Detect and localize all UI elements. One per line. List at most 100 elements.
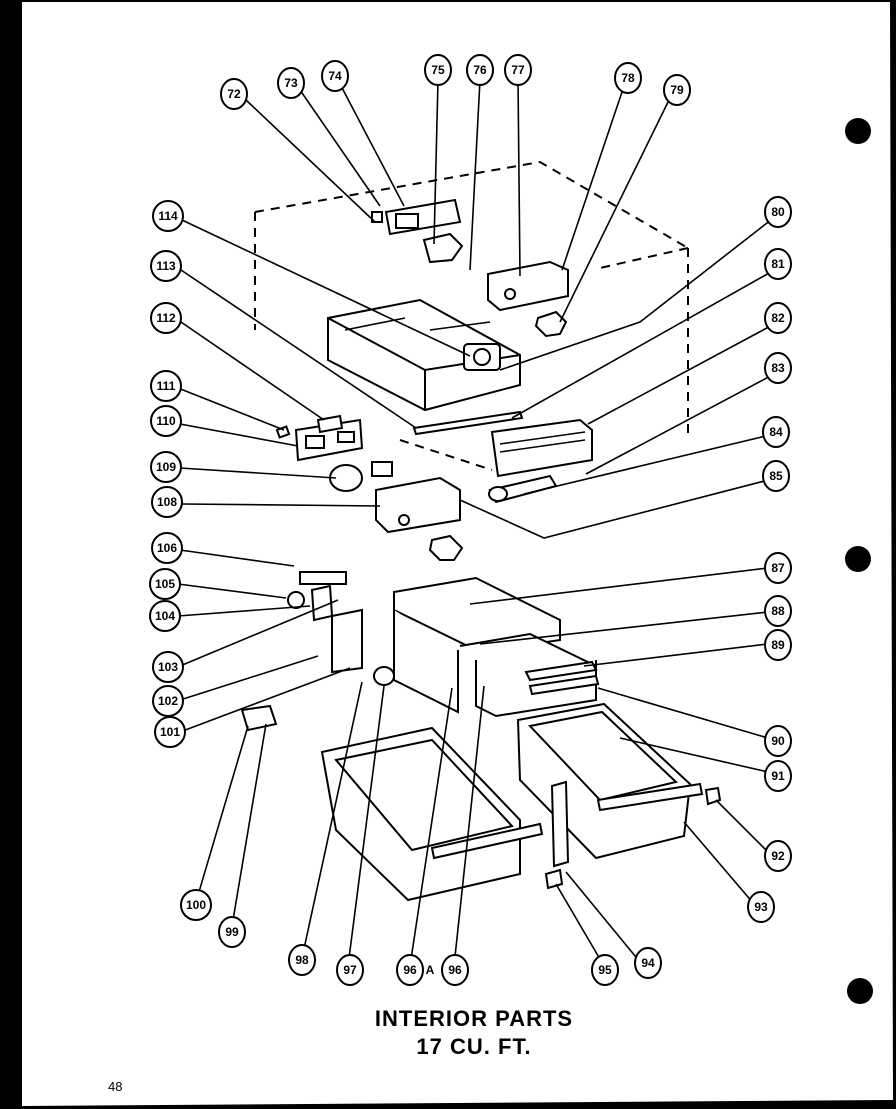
part-left-knob bbox=[329, 461, 393, 492]
svg-text:94: 94 bbox=[641, 956, 655, 970]
part-crisper-pan-left bbox=[320, 726, 544, 902]
part-lower-bracket bbox=[375, 476, 461, 534]
callout-113: 113 bbox=[150, 250, 182, 282]
callout-100: 100 bbox=[180, 889, 212, 921]
svg-text:72: 72 bbox=[227, 87, 241, 101]
part-crisper-front bbox=[524, 660, 600, 696]
callout-92: 92 bbox=[764, 840, 792, 872]
callout-95: 95 bbox=[591, 954, 619, 986]
callout-77: 77 bbox=[504, 54, 532, 86]
svg-text:100: 100 bbox=[186, 898, 206, 912]
callout-108: 108 bbox=[151, 486, 183, 518]
svg-text:102: 102 bbox=[158, 694, 178, 708]
callout-109: 109 bbox=[150, 451, 182, 483]
svg-text:81: 81 bbox=[771, 257, 785, 271]
leader-lines bbox=[177, 79, 779, 967]
part-small-clip-bottom bbox=[240, 704, 278, 732]
part-divider-rail bbox=[550, 780, 570, 868]
svg-text:77: 77 bbox=[511, 63, 525, 77]
part-glide bbox=[544, 868, 564, 890]
svg-text:98: 98 bbox=[295, 953, 309, 967]
callout-81: 81 bbox=[764, 248, 792, 280]
svg-text:108: 108 bbox=[157, 495, 177, 509]
binder-hole-bottom bbox=[847, 978, 873, 1004]
part-bulb bbox=[373, 666, 395, 686]
part-rail-strip bbox=[412, 410, 524, 436]
callout-87: 87 bbox=[764, 552, 792, 584]
callout-84: 84 bbox=[762, 416, 790, 448]
callout-75: 75 bbox=[424, 54, 452, 86]
part-top-plate bbox=[384, 198, 462, 236]
callout-93: 93 bbox=[747, 891, 775, 923]
callout-73: 73 bbox=[277, 67, 305, 99]
svg-text:99: 99 bbox=[225, 925, 239, 939]
svg-text:79: 79 bbox=[670, 83, 684, 97]
callout-72: 72 bbox=[220, 78, 248, 110]
svg-text:91: 91 bbox=[771, 769, 785, 783]
callout-106: 106 bbox=[151, 532, 183, 564]
part-switch-assembly bbox=[287, 571, 363, 674]
callout-97: 97 bbox=[336, 954, 364, 986]
callout-101: 101 bbox=[154, 716, 186, 748]
callout-90: 90 bbox=[764, 725, 792, 757]
svg-text:101: 101 bbox=[160, 725, 180, 739]
part-lower-screw bbox=[428, 534, 464, 561]
callout-111: 111 bbox=[150, 370, 182, 402]
svg-text:87: 87 bbox=[771, 561, 785, 575]
svg-text:110: 110 bbox=[156, 414, 176, 428]
svg-text:95: 95 bbox=[598, 963, 612, 977]
part-small-clip-top bbox=[371, 211, 383, 223]
part-upper-screw bbox=[534, 310, 568, 338]
diagram-subtitle: 17 CU. FT. bbox=[416, 1034, 531, 1059]
svg-text:83: 83 bbox=[771, 361, 785, 375]
svg-text:92: 92 bbox=[771, 849, 785, 863]
callout-89: 89 bbox=[764, 629, 792, 661]
callout-114: 114 bbox=[152, 200, 184, 232]
svg-text:84: 84 bbox=[769, 425, 783, 439]
callout-78: 78 bbox=[614, 62, 642, 94]
part-light-shield bbox=[490, 418, 593, 478]
svg-text:88: 88 bbox=[771, 604, 785, 618]
part-light-socket bbox=[488, 474, 558, 504]
callout-74: 74 bbox=[321, 60, 349, 92]
svg-text:111: 111 bbox=[157, 379, 176, 393]
callout-91: 91 bbox=[764, 760, 792, 792]
callout-99: 99 bbox=[218, 916, 246, 948]
callout-104: 104 bbox=[149, 600, 181, 632]
svg-text:76: 76 bbox=[473, 63, 487, 77]
callout-76: 76 bbox=[466, 54, 494, 86]
callout-82: 82 bbox=[764, 302, 792, 334]
svg-text:106: 106 bbox=[157, 541, 177, 555]
callout-88: 88 bbox=[764, 595, 792, 627]
svg-text:73: 73 bbox=[284, 76, 298, 90]
part-thermostat-knob bbox=[463, 343, 501, 371]
svg-text:74: 74 bbox=[328, 69, 342, 83]
svg-text:105: 105 bbox=[155, 577, 175, 591]
svg-text:109: 109 bbox=[156, 460, 176, 474]
svg-text:75: 75 bbox=[431, 63, 445, 77]
svg-text:85: 85 bbox=[769, 469, 783, 483]
svg-text:96: 96 bbox=[448, 963, 462, 977]
callout-112: 112 bbox=[150, 302, 182, 334]
callout-105: 105 bbox=[149, 568, 181, 600]
callout-83: 83 bbox=[764, 352, 792, 384]
svg-text:93: 93 bbox=[754, 900, 768, 914]
callout-85: 85 bbox=[762, 460, 790, 492]
callout-102: 102 bbox=[152, 685, 184, 717]
callout-79: 79 bbox=[663, 74, 691, 106]
svg-text:97: 97 bbox=[343, 963, 357, 977]
svg-text:80: 80 bbox=[771, 205, 785, 219]
svg-text:114: 114 bbox=[158, 209, 178, 223]
callout-110: 110 bbox=[150, 405, 182, 437]
svg-text:104: 104 bbox=[155, 609, 175, 623]
diagram-title: INTERIOR PARTS bbox=[375, 1006, 573, 1031]
callout-80: 80 bbox=[764, 196, 792, 228]
svg-text:96: 96 bbox=[403, 963, 417, 977]
svg-text:103: 103 bbox=[158, 660, 178, 674]
part-upper-bracket bbox=[487, 260, 569, 312]
svg-text:113: 113 bbox=[156, 259, 176, 273]
callout-96: 96 bbox=[441, 954, 469, 986]
page-number: 48 bbox=[108, 1079, 122, 1094]
